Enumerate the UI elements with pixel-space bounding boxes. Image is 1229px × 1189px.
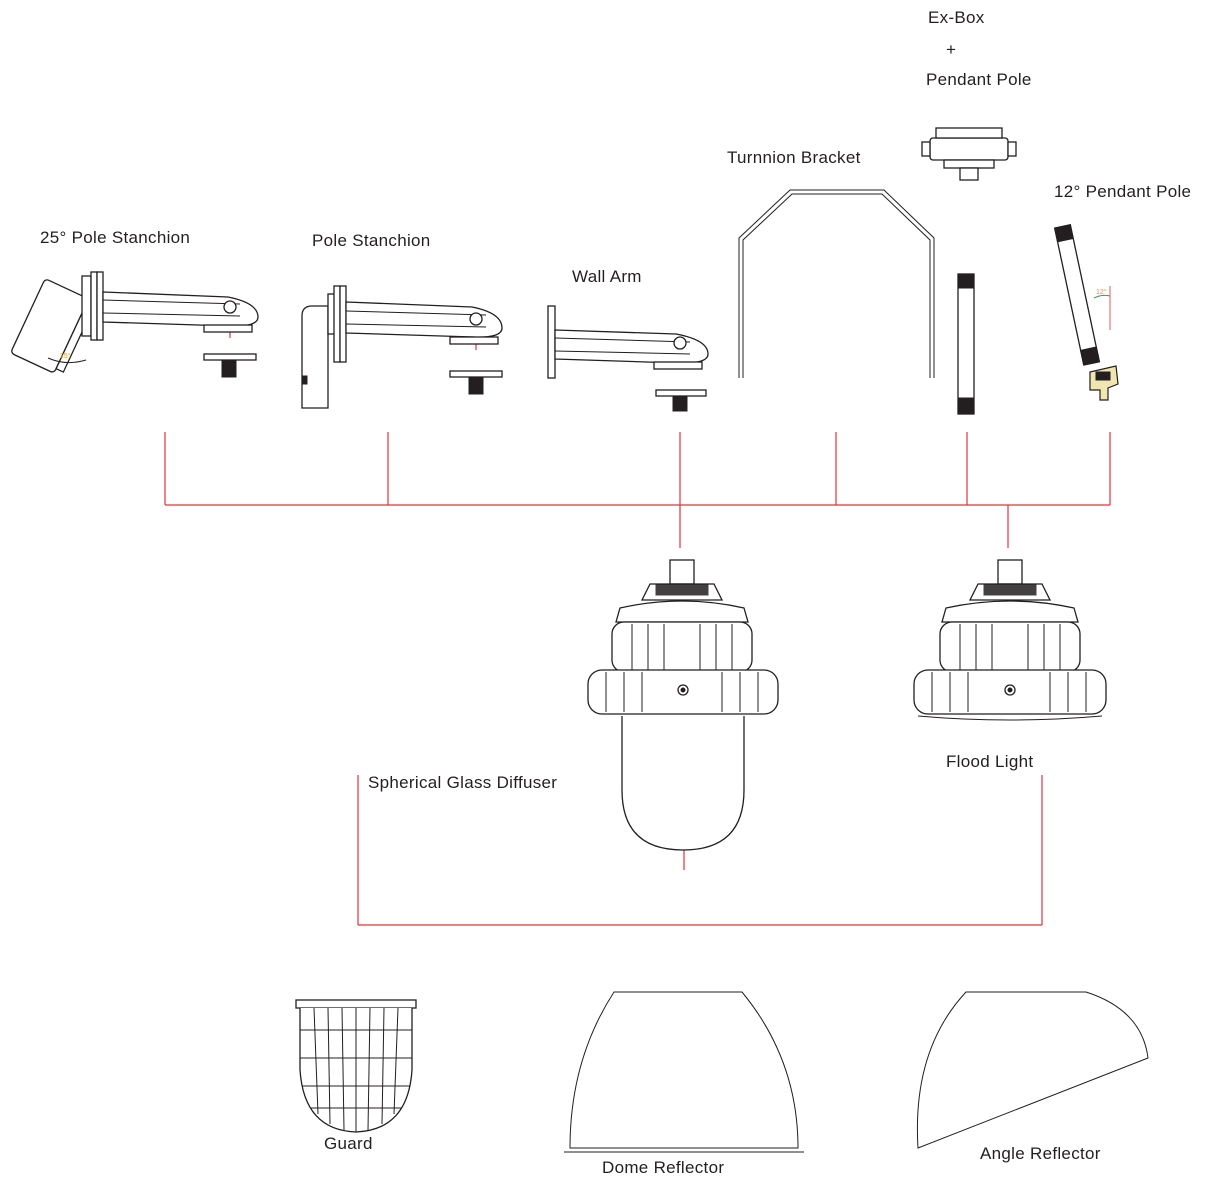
ex-box-plus-label: + — [946, 40, 957, 59]
guard-label: Guard — [324, 1134, 373, 1153]
angle-reflector-illustration — [916, 991, 1149, 1149]
ex-box-label: Ex-Box — [928, 8, 985, 27]
dome-reflector-label: Dome Reflector — [602, 1158, 725, 1177]
guard-illustration — [295, 999, 417, 1133]
turnnion-bracket-illustration — [738, 189, 935, 378]
angle-reflector-label: Angle Reflector — [980, 1144, 1101, 1163]
wall-arm-label: Wall Arm — [572, 267, 642, 286]
pendant-pole-label: Pendant Pole — [926, 70, 1032, 89]
pendant-pole-illustration — [957, 273, 975, 415]
pendant-pole-12-illustration: 12° — [1053, 223, 1119, 401]
pole-stanchion-25-illustration: 25° — [11, 271, 259, 378]
wall-arm-illustration — [547, 305, 709, 412]
pendant-angle-mark: 12° — [1096, 288, 1107, 296]
ex-box-illustration — [921, 127, 1017, 181]
spherical-glass-diffuser-label: Spherical Glass Diffuser — [368, 773, 558, 792]
pendant-pole-12-label: 12° Pendant Pole — [1054, 182, 1192, 201]
turnnion-bracket-label: Turnnion Bracket — [727, 148, 861, 167]
pole-stanchion-label: Pole Stanchion — [312, 231, 431, 250]
pole-stanchion-25-label: 25° Pole Stanchion — [40, 228, 191, 247]
flood-light-label: Flood Light — [946, 752, 1034, 771]
dome-reflector-illustration — [564, 991, 804, 1153]
spherical-glass-diffuser-illustration — [587, 559, 779, 851]
stanchion-angle-mark: 25° — [60, 352, 71, 360]
pole-stanchion-illustration — [301, 285, 503, 409]
flood-light-illustration — [913, 559, 1107, 721]
